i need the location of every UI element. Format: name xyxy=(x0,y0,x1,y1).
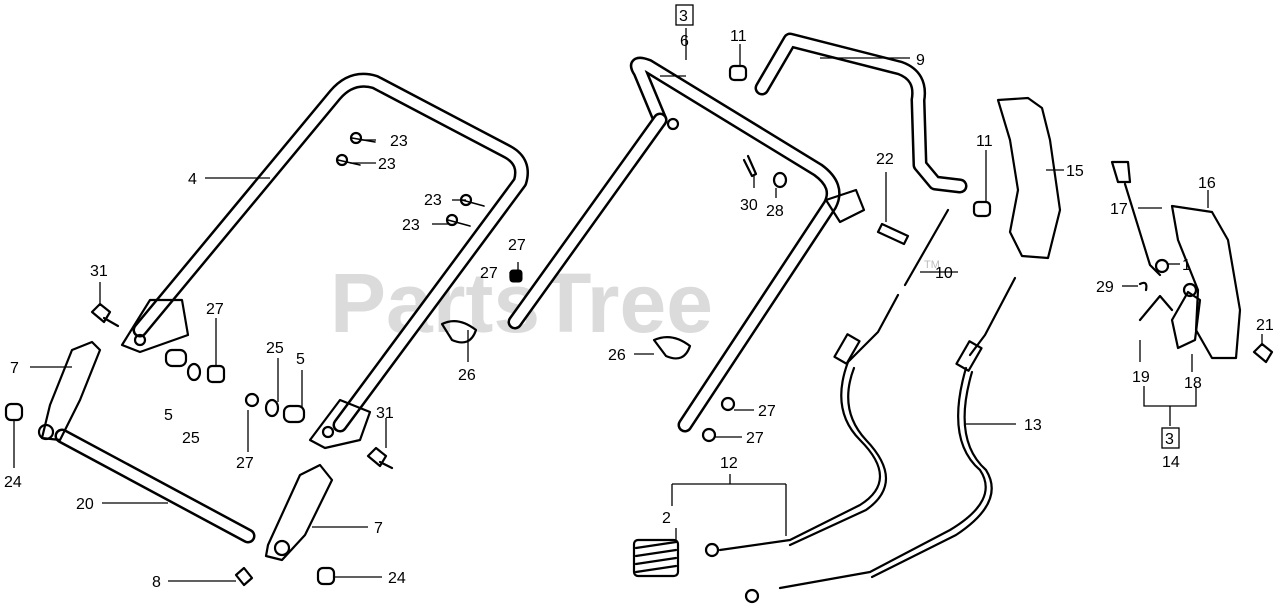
lever-rod-part-17 xyxy=(1110,160,1162,277)
callout-19: 19 xyxy=(1132,369,1150,386)
callout-13: 13 xyxy=(1024,417,1042,434)
pin-part-22 xyxy=(876,222,910,246)
cable-part-13 xyxy=(744,276,1017,604)
callout-7-a: 7 xyxy=(10,360,19,377)
callout-22: 22 xyxy=(876,151,894,168)
callout-30: 30 xyxy=(740,197,758,214)
callout-27-b: 27 xyxy=(480,265,498,282)
callout-27-d: 27 xyxy=(746,430,764,447)
washer-part-28 xyxy=(772,171,788,189)
lever-part-7-left xyxy=(40,340,102,442)
callout-25-b: 25 xyxy=(266,340,284,357)
callout-29: 29 xyxy=(1096,279,1114,296)
nut-part-27 xyxy=(206,269,736,443)
cable-part-10 xyxy=(833,208,950,365)
callout-23-c: 23 xyxy=(424,192,442,209)
callout-4: 4 xyxy=(188,171,197,188)
lever-grip-part-15 xyxy=(996,96,1062,260)
callout-11-right: 11 xyxy=(976,133,993,150)
callout-31-a: 31 xyxy=(90,263,108,280)
callout-17: 17 xyxy=(1110,201,1128,218)
callout-27-a: 27 xyxy=(508,237,526,254)
callout-23-b: 23 xyxy=(378,156,396,173)
lever-part-7-right xyxy=(264,463,334,562)
callout-28: 28 xyxy=(766,203,784,220)
callout-5-b: 5 xyxy=(296,351,305,368)
bolt-part-31 xyxy=(90,302,394,470)
clip-part-8 xyxy=(234,566,254,587)
callout-25-a: 25 xyxy=(182,430,200,447)
callout-23-a: 23 xyxy=(390,133,408,150)
callout-10: 10 xyxy=(935,265,953,282)
callout-24-a: 24 xyxy=(4,474,22,491)
lower-handle-part-4 xyxy=(120,72,529,450)
upper-handle-part-6 xyxy=(507,56,866,433)
spring-part-29 xyxy=(1138,281,1148,292)
callout-21: 21 xyxy=(1256,317,1274,334)
bolt-part-23 xyxy=(335,131,485,227)
callout-16: 16 xyxy=(1198,175,1216,192)
left-handle-bracket xyxy=(120,298,190,354)
callout-27-e: 27 xyxy=(206,301,224,318)
spring-part-2 xyxy=(632,538,680,578)
bolt-part-21 xyxy=(1252,342,1274,364)
boxed-callout-frame-top xyxy=(675,4,694,26)
callout-14: 14 xyxy=(1162,454,1180,471)
callout-26-b: 26 xyxy=(608,347,626,364)
plate-part-18 xyxy=(1170,290,1202,350)
callout-1: 1 xyxy=(1182,257,1191,274)
callout-labels: 3 3 6 11 9 11 15 22 30 28 10 13 12 2 16 … xyxy=(4,8,1274,591)
callout-3-bottom: 3 xyxy=(1165,431,1174,448)
callout-12: 12 xyxy=(720,455,738,472)
callout-24-b: 24 xyxy=(388,570,406,587)
leader-lines xyxy=(13,28,1263,582)
handle-bracket-plate xyxy=(824,188,866,224)
control-rod-part-9 xyxy=(754,32,968,194)
callout-15: 15 xyxy=(1066,163,1084,180)
bushing-part-1 xyxy=(1154,258,1170,274)
callout-27-c: 27 xyxy=(758,403,776,420)
callout-31-b: 31 xyxy=(376,405,394,422)
collar-part-5 xyxy=(164,348,306,424)
clamp-part-26 xyxy=(440,319,692,360)
callout-20: 20 xyxy=(76,496,94,513)
callout-26-a: 26 xyxy=(458,367,476,384)
callout-9: 9 xyxy=(916,52,925,69)
washer-part-25 xyxy=(186,362,280,418)
callout-11-top: 11 xyxy=(730,28,747,45)
callout-6: 6 xyxy=(680,33,689,50)
lever-grip-part-16 xyxy=(1170,204,1242,360)
shaft-part-20 xyxy=(54,428,256,544)
callout-3-top: 3 xyxy=(679,8,688,25)
callout-23-d: 23 xyxy=(402,217,420,234)
bracket-part-19 xyxy=(1138,294,1174,322)
cable-part-12 xyxy=(704,360,888,558)
nut-part-11 xyxy=(728,64,992,218)
boxed-callout-frame-bottom xyxy=(1161,427,1180,449)
callout-5-a: 5 xyxy=(164,407,173,424)
callout-2: 2 xyxy=(662,510,671,527)
callout-27-f: 27 xyxy=(236,455,254,472)
right-handle-bracket xyxy=(308,398,372,450)
callout-8: 8 xyxy=(152,574,161,591)
callout-7-b: 7 xyxy=(374,520,383,537)
watermark-trademark: TM xyxy=(924,259,940,271)
clip-part-30 xyxy=(742,154,758,178)
callout-18: 18 xyxy=(1184,375,1202,392)
